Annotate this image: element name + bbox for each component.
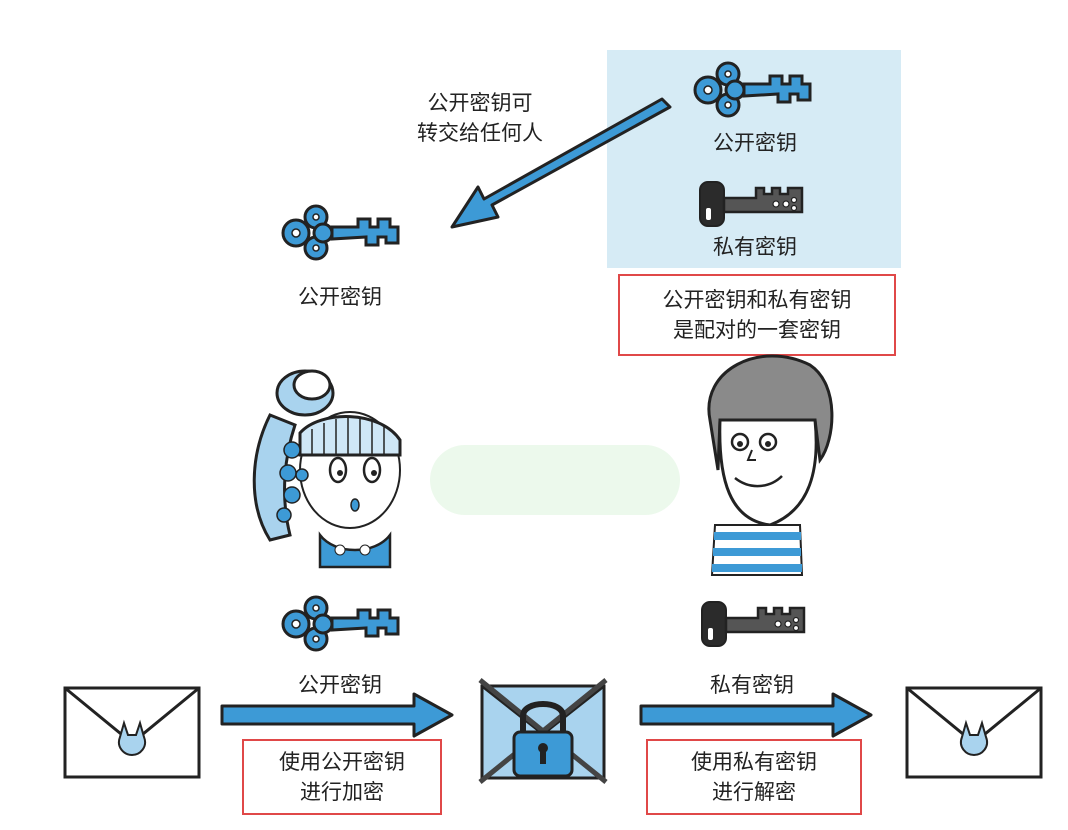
transfer-note: 公开密钥可 转交给任何人 xyxy=(380,88,580,149)
private-key-icon xyxy=(699,181,804,227)
encrypt-public-key-icon xyxy=(281,595,400,652)
panel-public-key-label: 公开密钥 xyxy=(713,131,797,155)
decrypt-key-label: 私有密钥 xyxy=(710,673,794,697)
pair-note-box: 公开密钥和私有密钥 是配对的一套密钥 xyxy=(618,274,896,356)
plain-envelope-icon xyxy=(63,686,201,779)
encrypt-note-line1: 使用公开密钥 xyxy=(279,749,405,774)
encrypt-note-line2: 进行加密 xyxy=(300,780,384,804)
received-public-key-icon xyxy=(281,204,400,261)
transfer-note-line2: 转交给任何人 xyxy=(417,121,543,146)
transfer-arrow xyxy=(450,97,672,229)
decrypted-envelope-icon xyxy=(905,686,1043,779)
transfer-note-line1: 公开密钥可 xyxy=(427,91,533,115)
encrypt-note-box: 使用公开密钥 进行加密 xyxy=(242,739,442,815)
panel-private-key-label: 私有密钥 xyxy=(713,235,797,259)
decrypt-note-box: 使用私有密钥 进行解密 xyxy=(646,739,862,815)
decrypt-arrow xyxy=(639,692,873,738)
background-smudge xyxy=(430,445,680,515)
locked-envelope-icon xyxy=(478,678,608,784)
received-key-label: 公开密钥 xyxy=(298,285,382,309)
pair-note-line1: 公开密钥和私有密钥 xyxy=(662,287,852,312)
decrypt-private-key-icon xyxy=(701,601,806,647)
encrypt-key-label: 公开密钥 xyxy=(298,673,382,697)
decrypt-note-line2: 进行解密 xyxy=(712,780,796,804)
decrypt-note-line1: 使用私有密钥 xyxy=(691,749,817,774)
pair-note-line2: 是配对的一套密钥 xyxy=(673,318,841,342)
public-key-icon xyxy=(693,61,812,118)
boy-character-illustration xyxy=(707,354,834,576)
girl-character-illustration xyxy=(252,369,402,569)
encrypt-arrow xyxy=(220,692,454,738)
